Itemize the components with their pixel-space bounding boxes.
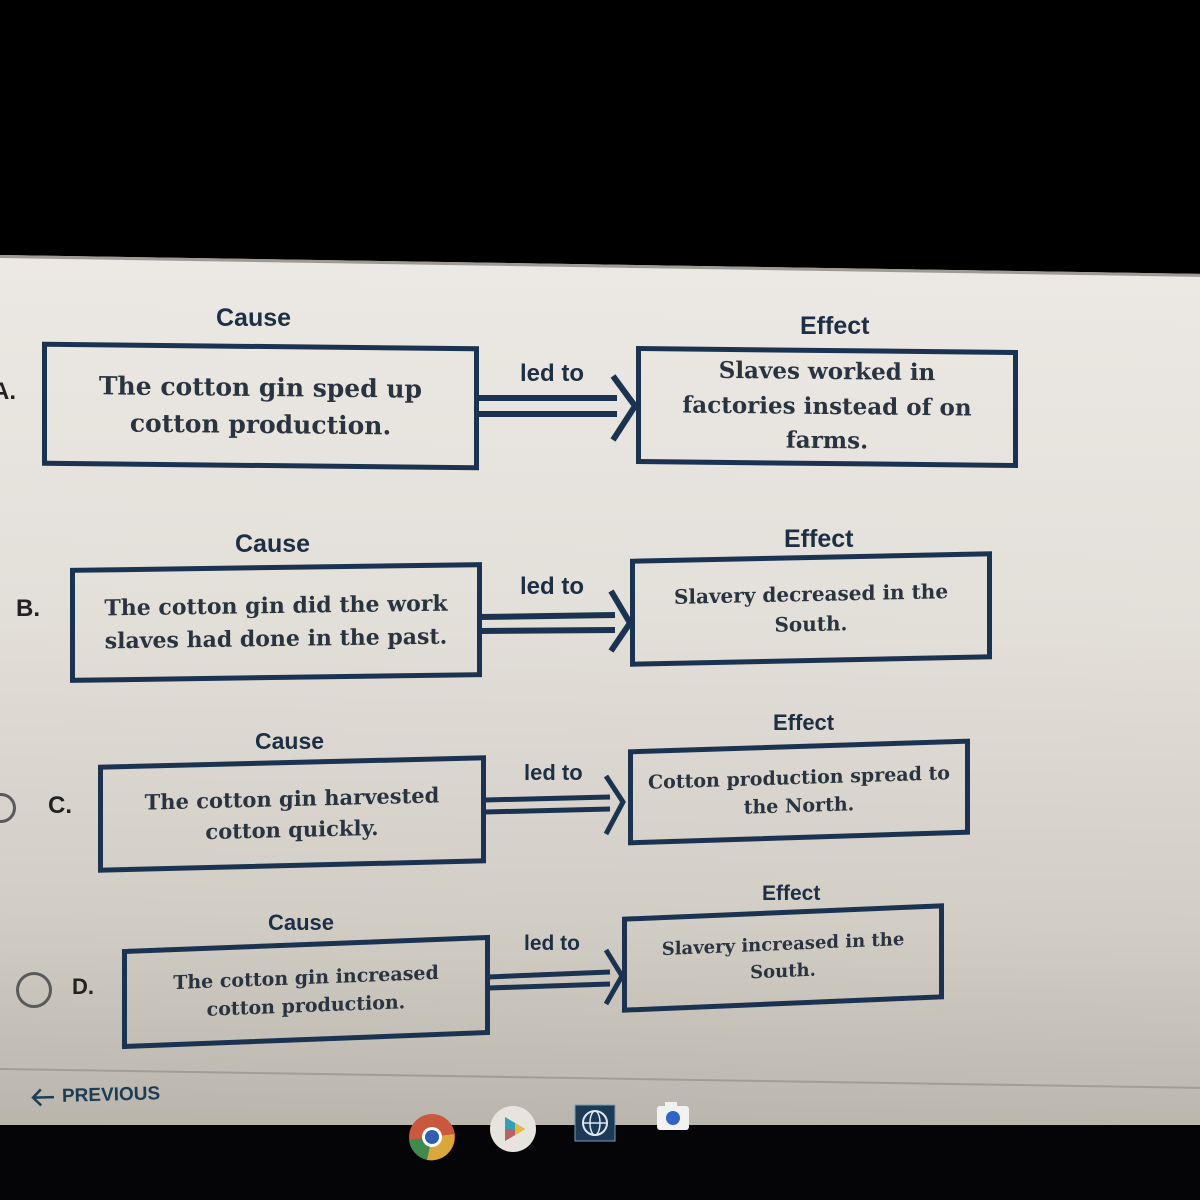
- effect-box: Slavery increased in the South.: [622, 903, 944, 1013]
- effect-label: Effect: [762, 882, 821, 905]
- cause-label: Cause: [268, 910, 335, 935]
- cause-text: The cotton gin increased cotton producti…: [173, 961, 439, 1021]
- effect-label: Effect: [773, 710, 835, 735]
- option-letter: D.: [72, 974, 94, 999]
- answer-option-a[interactable]: A. Cause Effect The cotton gin sped up c…: [0, 300, 1200, 480]
- cause-text: The cotton gin sped up cotton production…: [98, 370, 423, 441]
- effect-text: Slavery increased in the South.: [661, 928, 905, 984]
- cause-label: Cause: [255, 728, 325, 754]
- cause-label: Cause: [235, 530, 311, 558]
- play-store-icon[interactable]: [489, 1105, 537, 1153]
- chrome-icon[interactable]: [407, 1112, 457, 1162]
- arrow-left-icon: [31, 1088, 55, 1107]
- effect-box: Slavery decreased in the South.: [630, 551, 992, 667]
- effect-box: Slaves worked in factories instead of on…: [636, 345, 1018, 469]
- effect-label: Effect: [784, 525, 854, 553]
- led-to-label: led to: [524, 932, 580, 955]
- globe-icon[interactable]: [574, 1104, 616, 1142]
- cause-box: The cotton gin harvested cotton quickly.: [98, 755, 486, 873]
- effect-text: Slavery decreased in the South.: [673, 579, 949, 637]
- answer-option-b[interactable]: B. Cause Effect The cotton gin did the w…: [0, 525, 1200, 705]
- answer-option-d[interactable]: D. Cause Effect The cotton gin increased…: [0, 880, 1200, 1060]
- option-letter: C.: [48, 792, 72, 819]
- effect-label: Effect: [800, 312, 870, 340]
- double-arrow-icon: [488, 948, 625, 1006]
- cause-text: The cotton gin harvested cotton quickly.: [144, 781, 440, 845]
- previous-button[interactable]: PREVIOUS: [30, 1083, 161, 1108]
- radio-button[interactable]: [16, 972, 52, 1008]
- double-arrow-icon: [485, 774, 626, 836]
- cause-box: The cotton gin sped up cotton production…: [42, 341, 479, 471]
- radio-button[interactable]: [0, 793, 16, 823]
- screen-edge: [0, 255, 1200, 277]
- cause-box: The cotton gin did the work slaves had d…: [70, 562, 482, 683]
- effect-text: Cotton production spread to the North.: [648, 761, 950, 819]
- cause-label: Cause: [216, 304, 292, 332]
- option-letter: B.: [16, 595, 40, 622]
- led-to-label: led to: [520, 573, 584, 600]
- cause-text: The cotton gin did the work slaves had d…: [104, 590, 448, 654]
- led-to-label: led to: [524, 760, 583, 785]
- effect-box: Cotton production spread to the North.: [628, 738, 970, 846]
- divider: [0, 1068, 1200, 1089]
- double-arrow-icon: [477, 374, 639, 442]
- effect-text: Slaves worked in factories instead of on…: [682, 357, 972, 455]
- camera-icon[interactable]: [655, 1100, 691, 1132]
- option-letter: A.: [0, 378, 16, 405]
- answer-option-c[interactable]: C. Cause Effect The cotton gin harvested…: [0, 710, 1200, 890]
- double-arrow-icon: [480, 589, 634, 653]
- led-to-label: led to: [520, 360, 584, 387]
- previous-label: PREVIOUS: [61, 1083, 161, 1107]
- cause-box: The cotton gin increased cotton producti…: [122, 934, 490, 1050]
